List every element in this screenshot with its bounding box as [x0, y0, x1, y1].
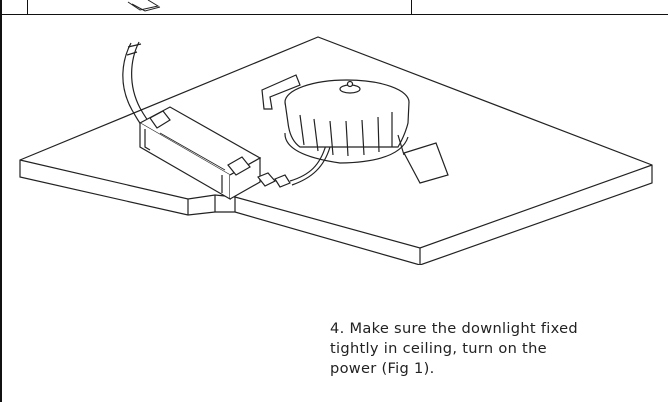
- downlight-fixture: [261, 74, 449, 184]
- previous-figure-strip: [0, 0, 668, 14]
- installation-step-text: 4. Make sure the downlight fixed tightly…: [330, 319, 666, 379]
- led-driver: [138, 106, 262, 201]
- section-divider: [0, 14, 668, 15]
- downlight-installation-illustration: [19, 36, 653, 265]
- instruction-line-2: tightly in ceiling, turn on the: [330, 340, 547, 357]
- table-rule-left: [27, 0, 28, 14]
- instruction-line-3: power (Fig 1).: [330, 360, 435, 377]
- instruction-line-1: 4. Make sure the downlight fixed: [330, 320, 578, 337]
- previous-figure-fragment: [127, 0, 161, 12]
- left-border: [0, 0, 2, 402]
- ceiling-board: [19, 36, 653, 265]
- table-rule-right: [411, 0, 412, 14]
